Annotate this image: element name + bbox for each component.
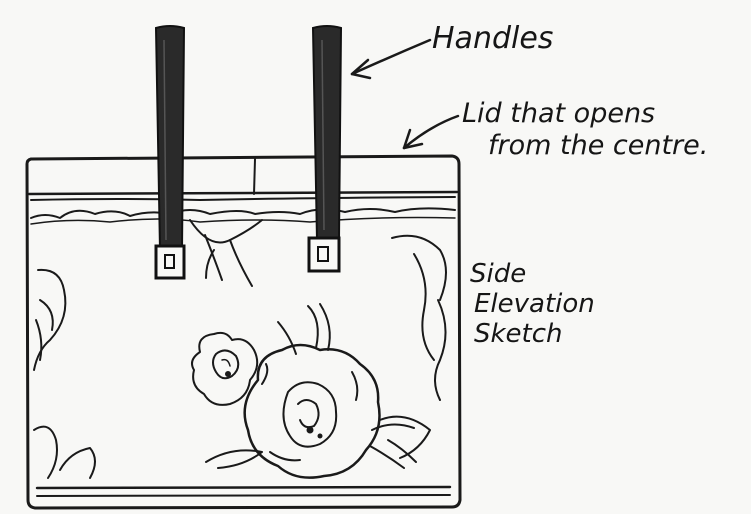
label-side: Side — [470, 259, 526, 289]
handle-right — [309, 26, 341, 271]
lid-bottom-edge — [29, 192, 457, 194]
large-rose — [206, 304, 414, 478]
base-band-line — [37, 495, 450, 496]
label-handles: Handles — [432, 21, 553, 56]
lid-scallop-inner — [31, 218, 455, 225]
label-elevation: Elevation — [474, 289, 595, 319]
box-outline — [27, 156, 460, 508]
lid-centre-split — [254, 159, 255, 194]
lid — [29, 159, 457, 224]
lid-arrow — [404, 116, 458, 148]
handle-left — [156, 26, 184, 278]
base-band-top — [37, 487, 450, 488]
handles — [156, 26, 341, 278]
annotations: Handles Lid that opens from the centre. … — [432, 21, 708, 349]
label-lid-line1: Lid that opens — [462, 98, 655, 129]
box-body — [27, 156, 460, 508]
small-rose — [192, 333, 257, 405]
floral-decoration — [34, 220, 446, 478]
handles-arrow — [352, 40, 430, 78]
lid-lip — [31, 197, 455, 200]
lid-scallop — [31, 208, 455, 218]
label-lid-line2: from the centre. — [488, 130, 708, 161]
label-sketch: Sketch — [474, 319, 563, 349]
annotation-arrows — [352, 40, 458, 148]
